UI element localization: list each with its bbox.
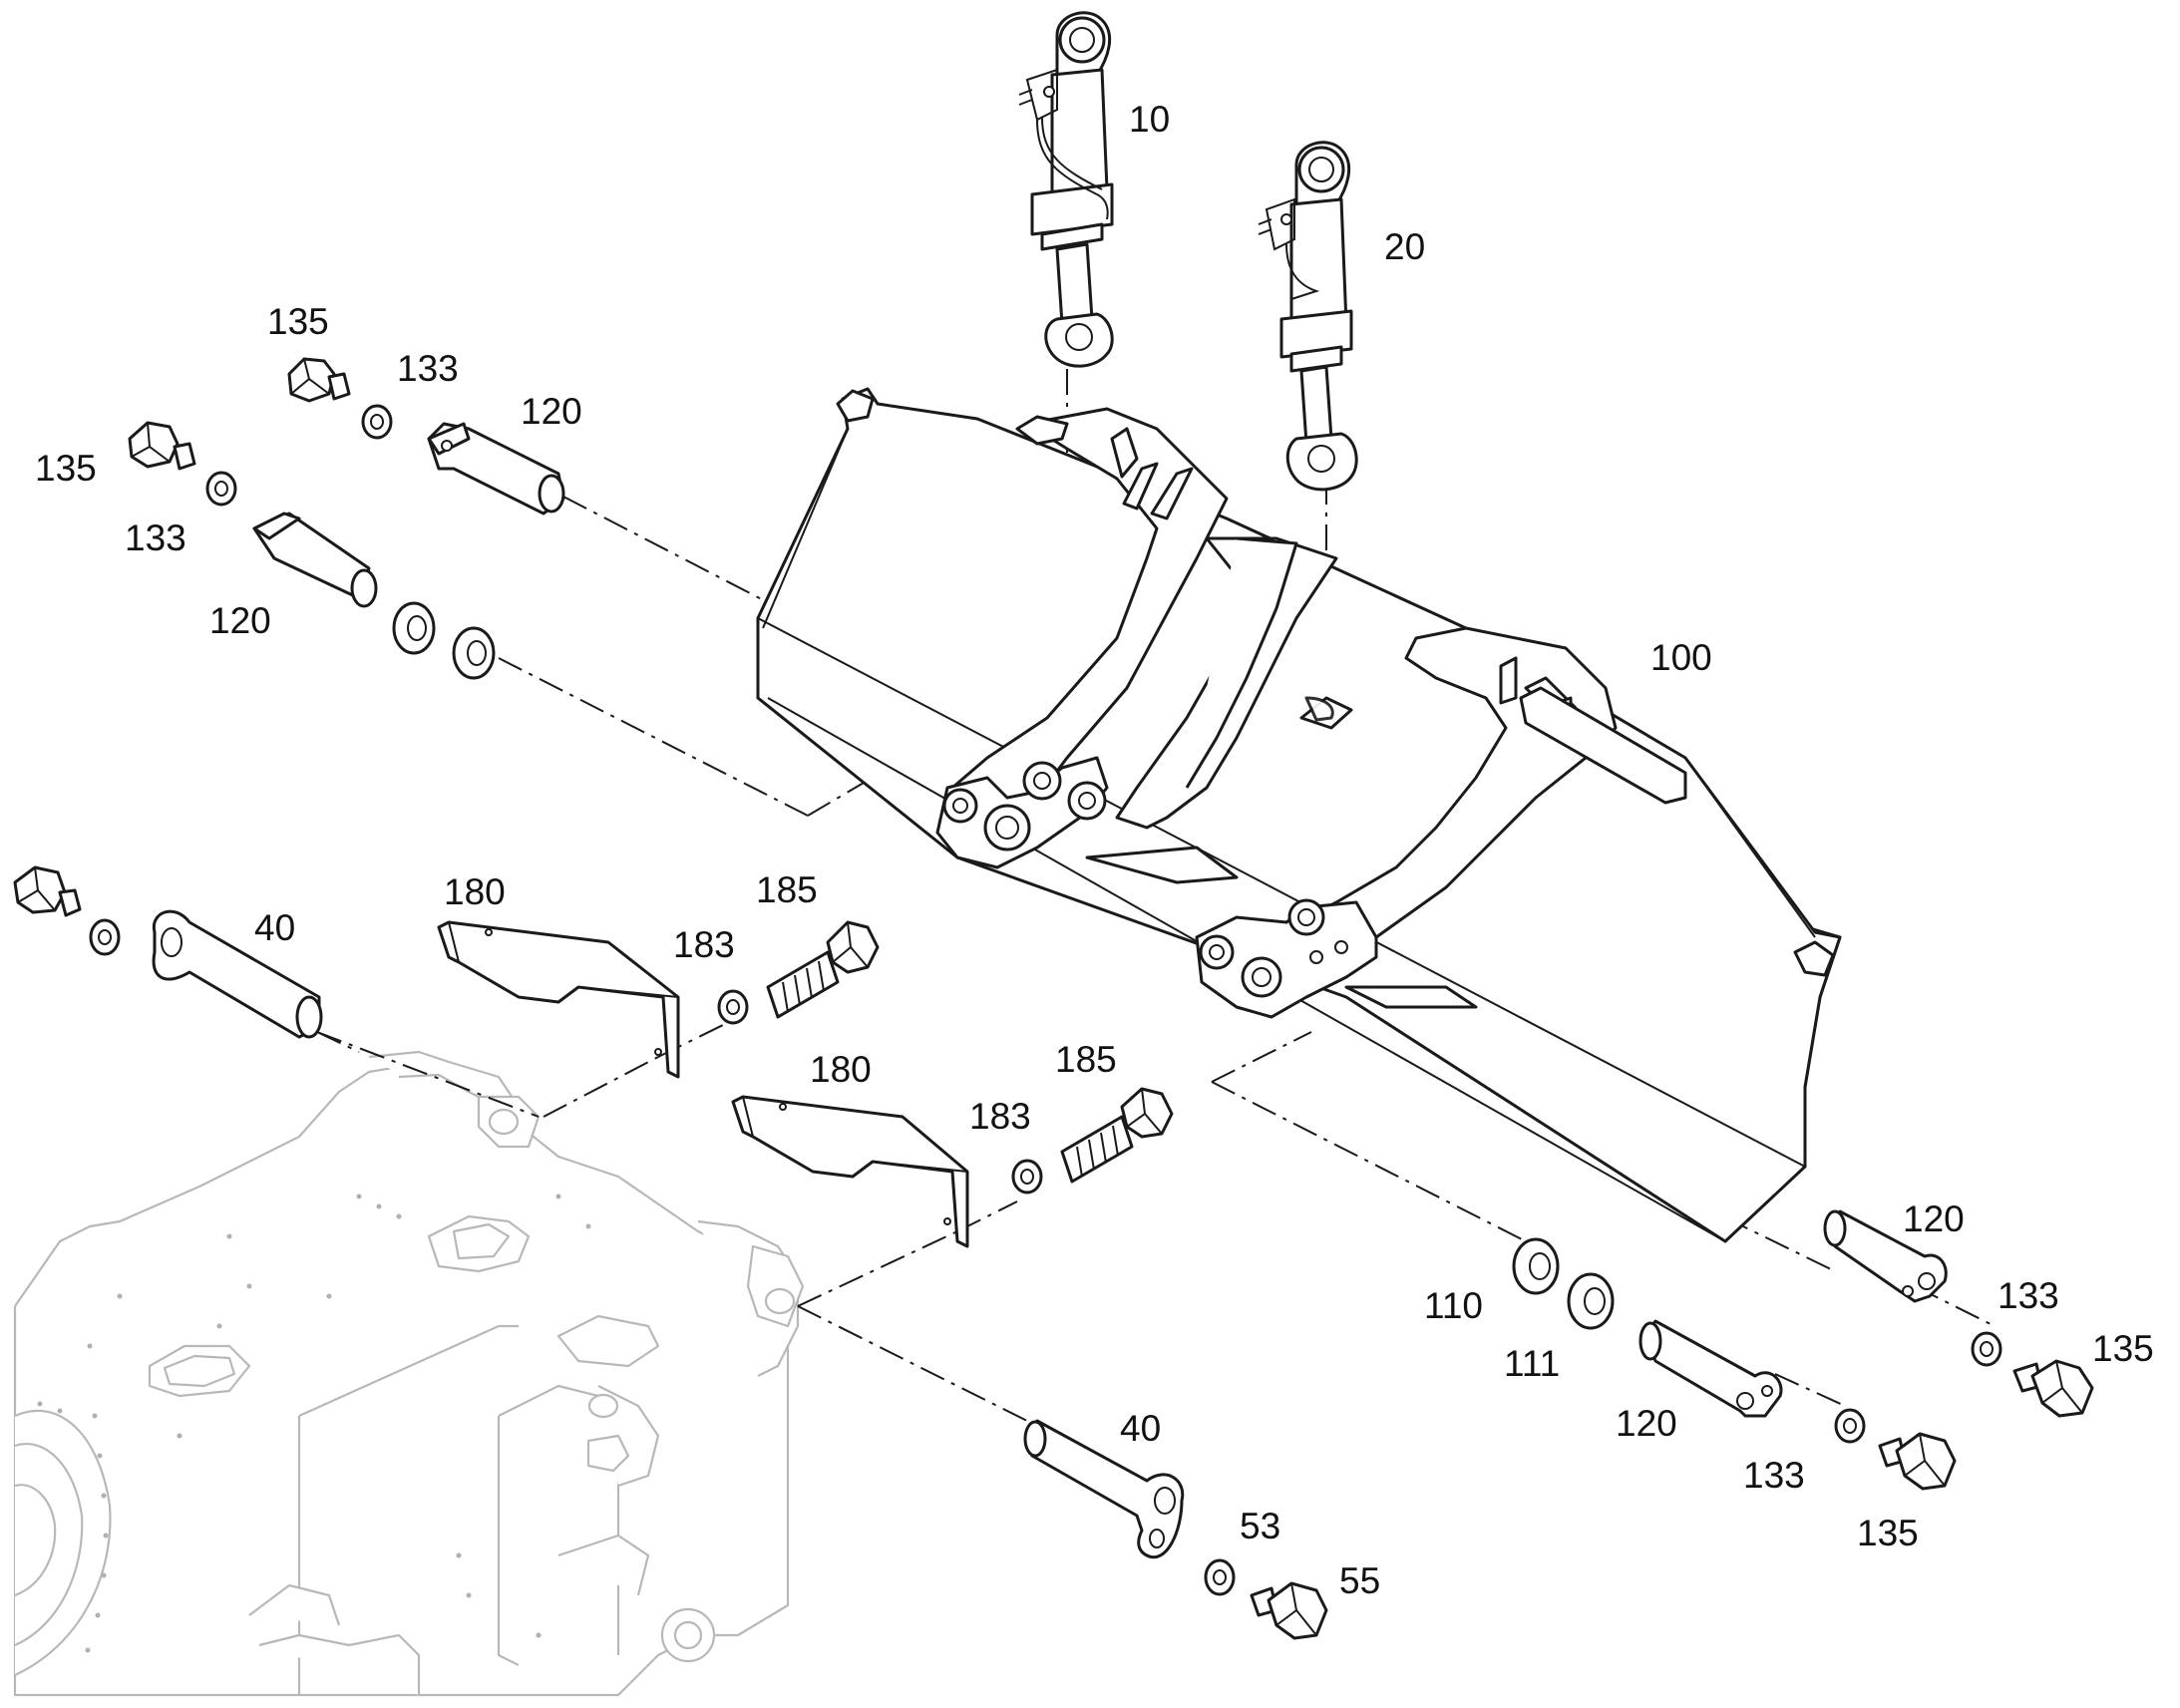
washer-183-a: [717, 989, 749, 1025]
bolt-135-c: [1878, 1432, 1957, 1491]
bolt-185-a: [766, 920, 880, 1019]
callout-labels: 10 20 100 135 133 120 135 133 120 40 180…: [35, 99, 2154, 1601]
bolt-135-b: [128, 421, 196, 471]
bolt-55-b: [1250, 1581, 1328, 1640]
washer-133-d: [1971, 1331, 2002, 1367]
callout-183-a: 183: [673, 924, 735, 965]
callout-183-b: 183: [969, 1096, 1031, 1137]
callout-55-b: 55: [1339, 1560, 1380, 1601]
plate-180-b: [731, 1095, 969, 1248]
callout-185-a: 185: [756, 869, 818, 910]
callout-120-b: 120: [209, 600, 271, 641]
callout-133-b: 133: [125, 517, 186, 558]
callout-133-a: 133: [397, 348, 459, 389]
washer-133-a: [361, 404, 393, 440]
bucket-assembly: [756, 387, 1842, 1243]
washer-183-b: [1011, 1159, 1043, 1195]
hydraulic-cylinder-10: [1018, 11, 1114, 368]
pin-120-b: [252, 512, 378, 608]
washer-133-b: [205, 471, 237, 507]
bolt-135-d: [2012, 1359, 2094, 1418]
callout-180-a: 180: [444, 871, 506, 912]
callout-20: 20: [1384, 226, 1425, 267]
callout-133-c: 133: [1743, 1455, 1805, 1496]
callout-10: 10: [1129, 99, 1170, 140]
callout-111-b: 111: [1504, 1343, 1560, 1384]
washer-53-b: [1204, 1558, 1236, 1596]
callout-40-b: 40: [1120, 1408, 1161, 1449]
bolt-55-a: [13, 865, 82, 917]
washer-53-a: [89, 918, 121, 956]
pin-120-d: [1823, 1209, 1948, 1303]
callout-135-c: 135: [1857, 1513, 1919, 1553]
washer-133-c: [1834, 1408, 1866, 1444]
callout-120-c: 120: [1616, 1403, 1677, 1444]
callout-120-d: 120: [1903, 1198, 1965, 1239]
bolt-135-a: [287, 357, 351, 403]
pin-120-a: [427, 422, 565, 515]
pin-40-a: [152, 909, 323, 1039]
callout-133-d: 133: [1998, 1275, 2059, 1316]
callout-40-a: 40: [254, 907, 295, 948]
callout-100: 100: [1650, 637, 1712, 678]
callout-110-b: 110: [1424, 1285, 1483, 1326]
callout-180-b: 180: [810, 1049, 872, 1090]
washer-110-b: [1512, 1237, 1560, 1295]
callout-135-b: 135: [35, 448, 97, 489]
bolt-185-b: [1060, 1087, 1174, 1184]
pin-120-c: [1638, 1319, 1783, 1418]
plate-180-a: [437, 920, 680, 1079]
callout-135-a: 135: [267, 301, 329, 342]
washer-111-a: [392, 601, 436, 655]
callout-53-b: 53: [1240, 1506, 1280, 1546]
callout-120-a: 120: [521, 391, 582, 432]
washer-111-b: [1567, 1272, 1615, 1330]
hydraulic-cylinder-20: [1258, 141, 1358, 492]
washer-110-a: [452, 626, 496, 680]
callout-135-d: 135: [2092, 1328, 2154, 1369]
callout-185-b: 185: [1055, 1039, 1117, 1080]
pin-40-b: [1023, 1419, 1185, 1559]
chassis-frame-ghost: [13, 1050, 805, 1697]
